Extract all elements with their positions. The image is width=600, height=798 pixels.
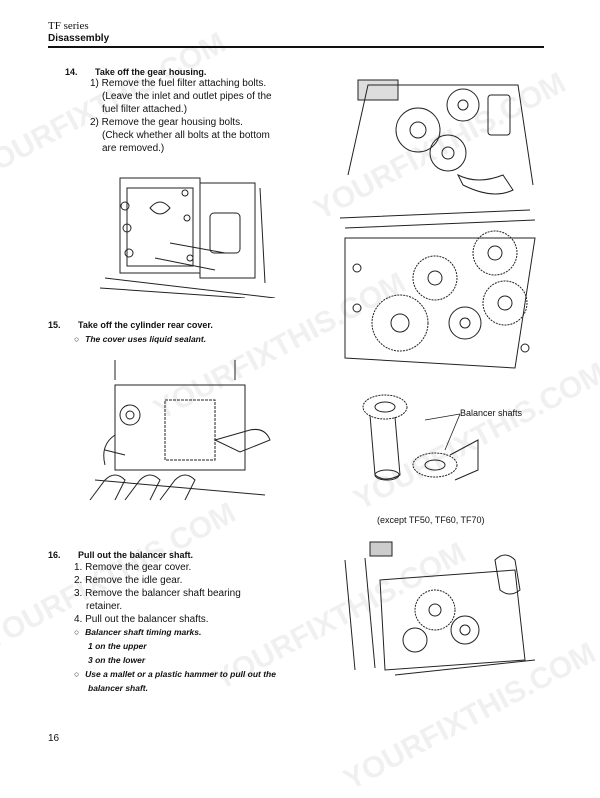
header-section: Disassembly — [48, 33, 110, 44]
figure-balancer-shafts — [360, 385, 480, 510]
step-line: fuel filter attached.) — [102, 104, 188, 115]
note-bullet: ○ — [74, 669, 80, 679]
step-15-heading: 15. Take off the cylinder rear cover. — [48, 320, 213, 330]
figure-balancer-removal — [335, 540, 540, 680]
balancer-shafts-label: Balancer shafts — [460, 408, 523, 418]
balancer-leader-lines — [420, 412, 462, 452]
step-number: 15. — [48, 320, 61, 330]
figure-gear-housing-bolts — [95, 158, 285, 298]
figure-cylinder-rear-cover — [85, 360, 275, 510]
balancer-caption: (except TF50, TF60, TF70) — [377, 515, 485, 525]
note-item: ○ The cover uses liquid sealant. — [74, 332, 206, 346]
note-text: Balancer shaft timing marks. — [85, 627, 202, 637]
step-line: 2. Remove the idle gear. — [74, 575, 183, 586]
note-text: balancer shaft. — [88, 683, 148, 693]
step-14-body: 1) Remove the fuel filter attaching bolt… — [90, 77, 272, 155]
step-16-heading: 16. Pull out the balancer shaft. — [48, 550, 193, 560]
step-15-notes: ○ The cover uses liquid sealant. — [74, 332, 206, 346]
step-title: Take off the cylinder rear cover. — [78, 320, 213, 330]
step-title: Pull out the balancer shaft. — [78, 550, 194, 560]
note-text: 1 on the upper — [88, 641, 147, 651]
figure-gear-train-cover — [335, 208, 540, 383]
step-line: (Check whether all bolts at the bottom — [102, 130, 270, 141]
step-line: 1. Remove the gear cover. — [74, 562, 192, 573]
step-16-notes: ○ Balancer shaft timing marks. 1 on the u… — [74, 625, 276, 695]
note-bullet: ○ — [74, 627, 80, 637]
step-line: 2) Remove the gear housing bolts. — [90, 117, 243, 128]
step-14-heading: 14. Take off the gear housing. — [65, 67, 206, 77]
step-line: (Leave the inlet and outlet pipes of the — [102, 91, 272, 102]
step-title: Take off the gear housing. — [95, 67, 207, 77]
note-text: The cover uses liquid sealant. — [85, 334, 207, 344]
step-line: 1) Remove the fuel filter attaching bolt… — [90, 78, 267, 89]
page-number: 16 — [48, 733, 60, 744]
step-line: 3. Remove the balancer shaft bearing — [74, 588, 241, 599]
step-line: are removed.) — [102, 143, 165, 154]
step-number: 14. — [65, 67, 78, 77]
step-number: 16. — [48, 550, 61, 560]
header-series: TF series — [48, 20, 89, 32]
note-item: ○ Balancer shaft timing marks. — [74, 625, 276, 639]
note-item: ○ Use a mallet or a plastic hammer to pul… — [74, 667, 276, 681]
note-text: 3 on the lower — [88, 655, 146, 665]
step-line: retainer. — [86, 601, 123, 612]
header-rule — [48, 46, 544, 48]
note-text: Use a mallet or a plastic hammer to pull… — [85, 669, 276, 679]
note-bullet: ○ — [74, 334, 80, 344]
step-16-body: 1. Remove the gear cover. 2. Remove the … — [74, 561, 241, 626]
figure-gear-train-top — [338, 75, 538, 200]
step-line: 4. Pull out the balancer shafts. — [74, 614, 209, 625]
